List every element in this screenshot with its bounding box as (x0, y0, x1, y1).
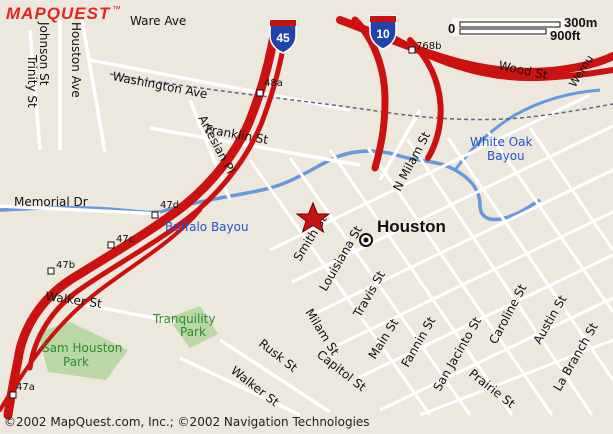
label-white-oak-line1: White Oak (470, 135, 533, 149)
exit-768b[interactable]: 768b (408, 41, 441, 54)
label-trinity-st: Trinity St (25, 54, 39, 108)
label-city-houston: Houston (377, 217, 446, 236)
label-buffalo-bayou: Buffalo Bayou (165, 220, 249, 234)
highways (0, 16, 613, 420)
exit-47a-label: 47a (16, 382, 35, 393)
mapquest-trademark: ™ (112, 4, 121, 14)
label-memorial-dr: Memorial Dr (14, 195, 88, 209)
exit-47d[interactable]: 47d (151, 200, 179, 219)
label-sam-houston-line2: Park (63, 355, 89, 369)
scale-imperial-label: 300m (564, 15, 597, 30)
exit-48a-label: 48a (264, 78, 283, 89)
label-sam-houston-line1: Sam Houston (42, 341, 122, 355)
label-ware-ave: Ware Ave (130, 14, 186, 28)
label-tranquility-line2: Park (180, 325, 206, 339)
scale-bar: 0 300m 900ft (448, 15, 597, 43)
exit-47d-label: 47d (160, 200, 179, 211)
exit-47c-label: 47c (116, 234, 134, 245)
tranquility-park-area (168, 306, 218, 348)
downtown-street-grid (248, 93, 613, 417)
scale-zero-label: 0 (448, 21, 455, 36)
railroad (109, 73, 613, 121)
exit-47b-label: 47b (56, 260, 75, 271)
label-houston-ave: Houston Ave (69, 22, 83, 98)
exit-47b[interactable]: 47b (47, 260, 75, 275)
scale-metric-label: 900ft (550, 28, 581, 43)
label-white-oak-line2: Bayou (487, 149, 525, 163)
mapquest-logo[interactable]: MAPQUEST ™ (6, 4, 121, 23)
label-tranquility-line1: Tranquility (152, 312, 216, 326)
interstate-10-shield[interactable]: 10 (369, 15, 397, 50)
exit-48a[interactable]: 48a (256, 78, 283, 97)
exit-47a[interactable]: 47a (9, 382, 35, 399)
interstate-10-number: 10 (376, 27, 390, 41)
exit-47c[interactable]: 47c (107, 234, 134, 249)
mapquest-logo-text: MAPQUEST (6, 4, 111, 23)
buffalo-bayou-east (159, 149, 541, 222)
city-marker[interactable]: Houston (359, 217, 446, 247)
interstate-45-number: 45 (276, 31, 290, 45)
exit-768b-label: 768b (416, 41, 441, 52)
location-star-icon[interactable] (295, 201, 331, 234)
copyright-notice: ©2002 MapQuest.com, Inc.; ©2002 Navigati… (4, 415, 370, 429)
label-johnson-st: Johnson St (37, 21, 51, 86)
interstate-45-shield[interactable]: 45 (269, 19, 297, 54)
sam-houston-park-area (38, 322, 128, 380)
